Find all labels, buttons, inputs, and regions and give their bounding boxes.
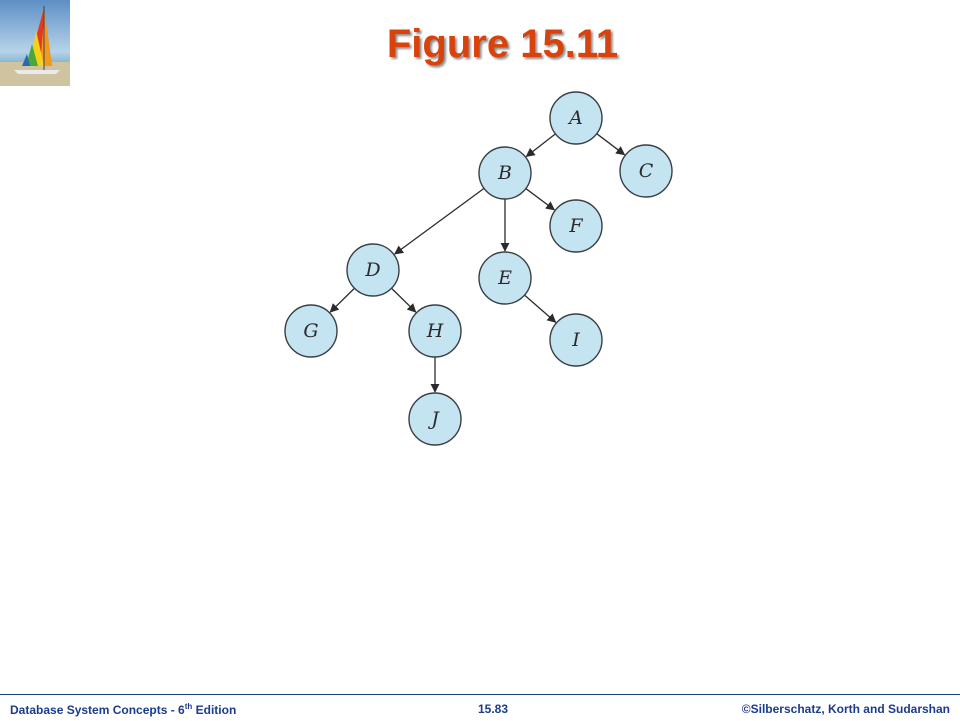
node-label: B xyxy=(497,162,512,184)
edge-b-d xyxy=(394,187,485,255)
node-circle xyxy=(478,251,532,305)
node-b: B xyxy=(478,146,532,200)
edge-a-c xyxy=(596,133,626,156)
node-circle xyxy=(619,144,673,198)
node-e: E xyxy=(478,251,532,305)
node-circle xyxy=(284,304,338,358)
node-label: H xyxy=(426,320,444,342)
node-label: C xyxy=(639,160,654,182)
node-j: J xyxy=(408,392,462,446)
node-circle xyxy=(478,146,532,200)
node-label: J xyxy=(427,408,440,430)
footer-book-title: Database System Concepts - 6th Edition xyxy=(10,702,237,717)
node-label: D xyxy=(364,259,380,281)
node-circle xyxy=(408,304,462,358)
node-d: D xyxy=(346,243,400,297)
node-circle xyxy=(408,392,462,446)
edge-a-b xyxy=(525,133,556,158)
node-h: H xyxy=(408,304,462,358)
node-f: F xyxy=(549,199,603,253)
node-c: C xyxy=(619,144,673,198)
page-title: Figure 15.11 xyxy=(386,22,619,66)
node-i: I xyxy=(549,313,603,367)
node-label: G xyxy=(303,320,318,342)
node-g: G xyxy=(284,304,338,358)
sailboat-logo-icon xyxy=(0,0,70,86)
node-label: F xyxy=(568,215,583,237)
node-label: A xyxy=(567,107,583,129)
edge-d-g xyxy=(329,287,355,313)
footer-copyright: ©Silberschatz, Korth and Sudarshan xyxy=(741,702,950,716)
footer: Database System Concepts - 6th Edition 1… xyxy=(0,694,960,721)
node-circle xyxy=(549,91,603,145)
edge-e-i xyxy=(524,294,557,323)
edge-b-f xyxy=(525,188,556,211)
node-a: A xyxy=(549,91,603,145)
footer-page-number: 15.83 xyxy=(478,702,509,716)
edge-d-h xyxy=(391,287,417,313)
node-circle xyxy=(346,243,400,297)
node-label: E xyxy=(497,267,512,289)
node-circle xyxy=(549,199,603,253)
node-circle xyxy=(549,313,603,367)
node-label: I xyxy=(571,329,580,351)
